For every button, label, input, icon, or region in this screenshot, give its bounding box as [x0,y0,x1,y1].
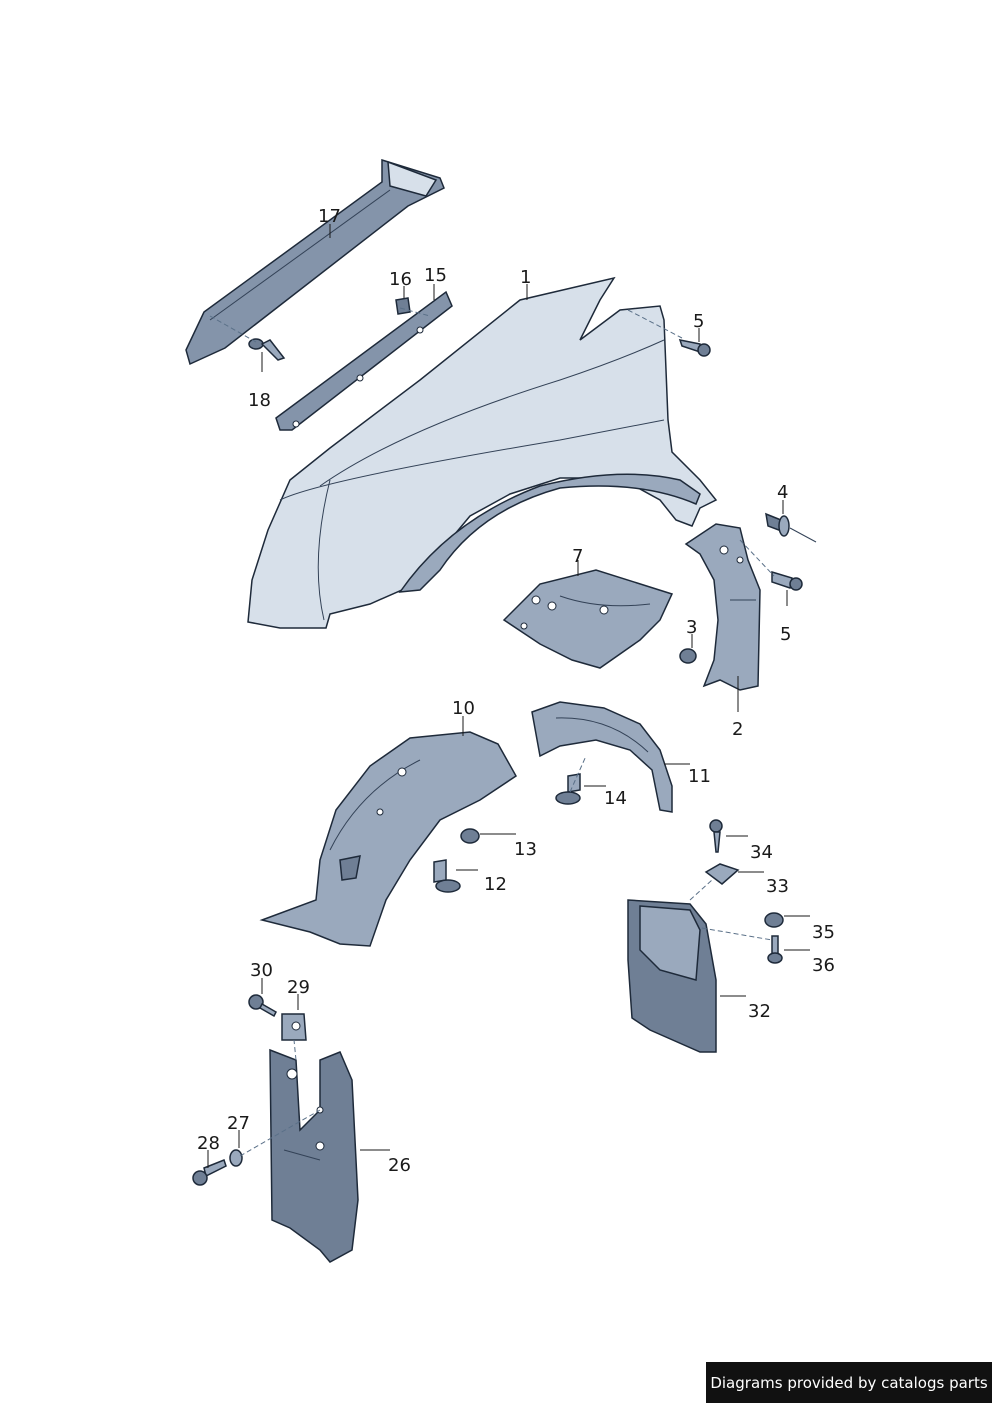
part-5-screw-lower [771,570,803,591]
part-18-screw [248,338,286,361]
callout-18: 18 [248,390,271,411]
callout-12: 12 [484,874,507,895]
part-11-liner-section [531,701,673,813]
part-2-bracket [684,523,761,691]
part-28-screw [192,1159,227,1186]
callout-10: 10 [452,698,475,719]
callout-30: 30 [250,960,273,981]
callout-11: 11 [688,766,711,787]
callout-5-top: 5 [693,311,704,332]
part-33-clip-nut [704,863,740,885]
callout-7: 7 [572,546,583,567]
callout-29: 29 [287,977,310,998]
callout-32: 32 [748,1001,771,1022]
callout-14: 14 [604,788,627,809]
part-14-clip [555,773,581,805]
callout-15: 15 [424,265,447,286]
callout-3: 3 [686,617,697,638]
part-7-shield-plate [502,569,674,669]
watermark-text: Diagrams provided by catalogs parts [710,1373,988,1392]
part-30-screw [248,994,277,1018]
part-1-front-fender [247,276,718,629]
callout-35: 35 [812,922,835,943]
part-12-clip [433,859,461,893]
callout-2: 2 [732,719,743,740]
callout-33: 33 [766,876,789,897]
part-29-bracket [281,1013,307,1041]
leader-lines [207,224,810,1168]
part-35-nut [764,912,784,928]
part-4-screw [765,512,817,543]
part-32-mud-flap [627,899,717,1053]
callout-1: 1 [520,267,531,288]
part-13-nut [460,828,480,844]
part-10-wheel-liner [259,731,517,947]
part-16-clip [395,297,411,315]
part-5-screw-top [678,339,711,357]
watermark-banner: Diagrams provided by catalogs parts [706,1362,992,1403]
callout-4: 4 [777,482,788,503]
callout-26: 26 [388,1155,411,1176]
assembly-lines [209,307,775,1157]
callout-labels: 1 2 3 4 5 5 7 10 11 12 13 14 15 16 17 18… [197,206,835,1176]
part-26-mud-flap [269,1048,359,1263]
part-34-screw [709,819,723,853]
callout-28: 28 [197,1133,220,1154]
callout-27: 27 [227,1113,250,1134]
callout-17: 17 [318,206,341,227]
part-17-pillar-trim [185,158,445,366]
part-27-washer [229,1149,243,1167]
callout-34: 34 [750,842,773,863]
callout-16: 16 [389,269,412,290]
callout-36: 36 [812,955,835,976]
part-3-nut [679,648,697,664]
callout-13: 13 [514,839,537,860]
part-36-bolt [767,935,783,964]
callout-5-lower: 5 [780,624,791,645]
